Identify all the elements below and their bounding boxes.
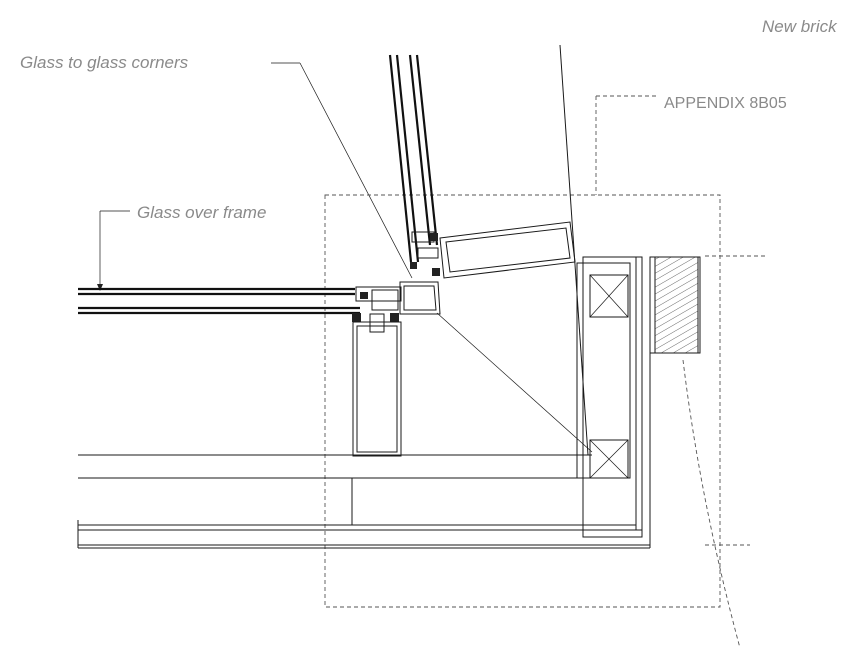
- glass-over-frame-leader: [97, 210, 130, 291]
- dashed-arc: [682, 359, 741, 649]
- inclined-frame-profile: [410, 221, 576, 279]
- appendix-callout: [595, 95, 658, 195]
- glass-over-frame-label: Glass over frame: [137, 203, 266, 222]
- vertical-mullion: [352, 321, 402, 457]
- new-brick-label: New brick: [762, 17, 838, 36]
- corner-frame-node: [352, 281, 441, 333]
- inclined-glazing: [388, 54, 439, 263]
- detail-boundary-dashed: [324, 194, 721, 608]
- horizontal-glazing: [78, 287, 360, 315]
- brick-coping-outline: [649, 256, 701, 354]
- brick-coping-hatch: [654, 256, 699, 354]
- glass-corners-label: Glass to glass corners: [20, 53, 189, 72]
- diagonal-guide: [436, 312, 593, 453]
- floor-layers: [77, 454, 650, 549]
- timber-block-top: [589, 274, 629, 318]
- upstand-wall: [576, 256, 651, 548]
- glass-corners-leader: [271, 62, 413, 279]
- appendix-label: APPENDIX 8B05: [664, 95, 787, 112]
- timber-block-bottom: [589, 439, 629, 479]
- arrow-icon: [97, 284, 103, 291]
